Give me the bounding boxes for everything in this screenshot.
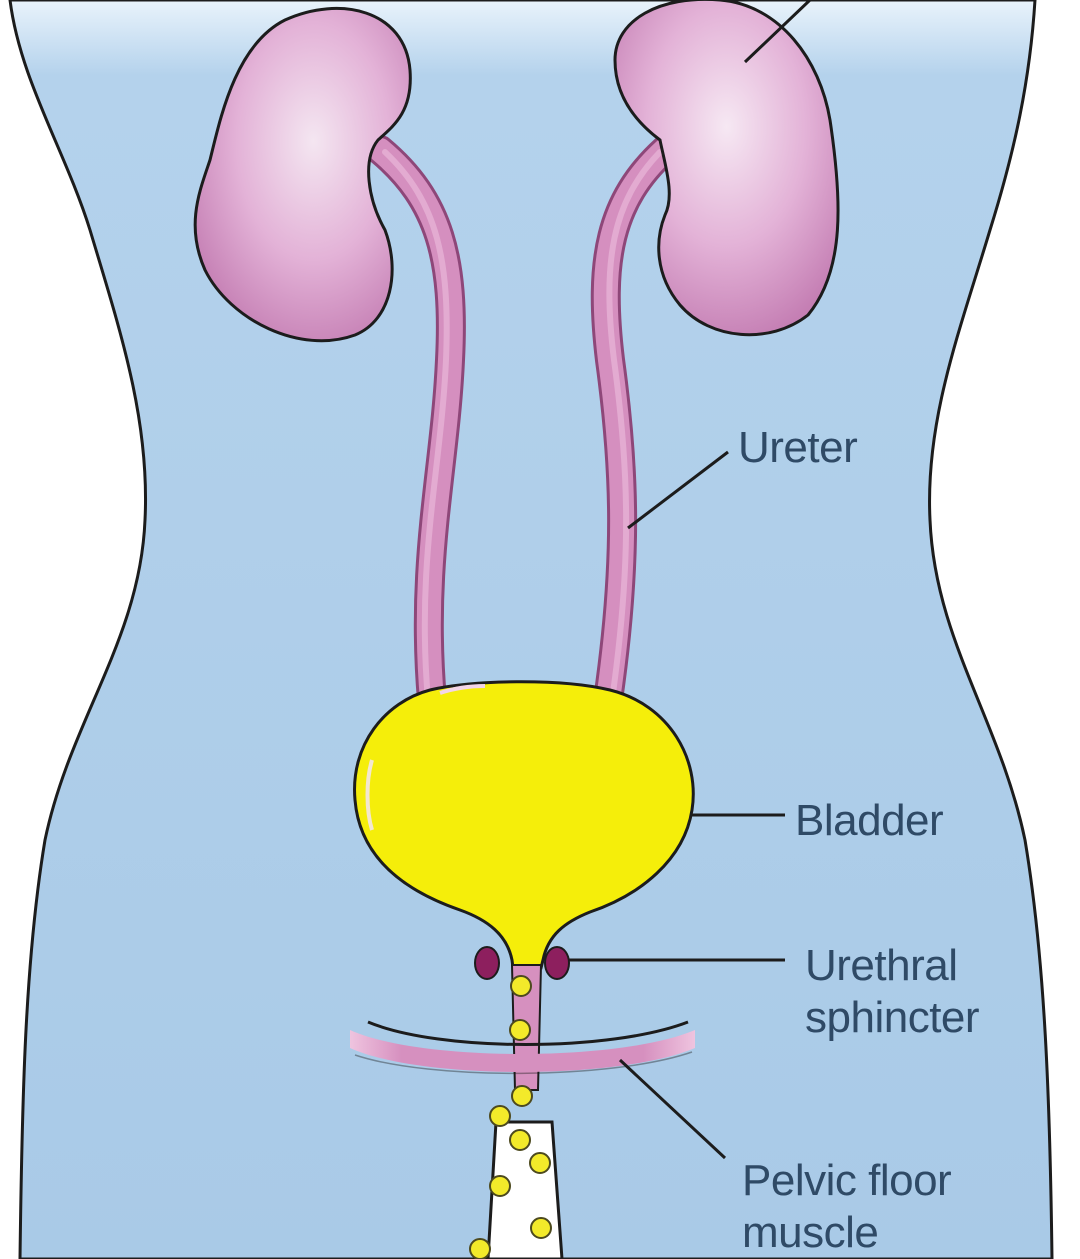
urethral-sphincter-line-2: sphincter	[805, 993, 980, 1042]
pelvic-floor-muscle-label: Pelvic floor muscle	[742, 1155, 952, 1259]
urine-drop	[511, 1085, 533, 1107]
urine-drop	[509, 1129, 531, 1151]
bladder-label-text: Bladder	[795, 796, 944, 845]
kidney-leader-line	[743, 0, 812, 64]
ureter-label: Ureter	[738, 422, 858, 474]
urine-drop	[509, 1019, 531, 1041]
urine-drop	[489, 1105, 511, 1127]
urethral-sphincter-label: Urethral sphincter	[805, 940, 980, 1044]
urine-drops	[469, 975, 552, 1259]
urine-drop	[510, 975, 532, 997]
ureter-leader-line	[627, 450, 729, 530]
pelvic-floor-muscle-line-1: Pelvic floor	[742, 1156, 952, 1205]
left-kidney	[193, 6, 412, 343]
urine-drop	[469, 1238, 491, 1259]
pelvic-floor-muscle-band	[350, 1030, 695, 1072]
right-sphincter-ring	[544, 946, 570, 980]
left-sphincter-ring	[474, 946, 500, 980]
ureter-label-text: Ureter	[738, 423, 858, 472]
urine-drop	[530, 1217, 552, 1239]
right-kidney	[613, 0, 840, 337]
pelvic-floor-muscle-line-2: muscle	[742, 1208, 879, 1257]
bladder-label: Bladder	[795, 795, 944, 847]
bladder-shape	[353, 680, 695, 970]
urine-drop	[489, 1175, 511, 1197]
urethral-sphincter-line-1: Urethral	[805, 941, 958, 990]
urine-drop	[529, 1152, 551, 1174]
pelvic-muscle-leader-line	[618, 1058, 727, 1160]
